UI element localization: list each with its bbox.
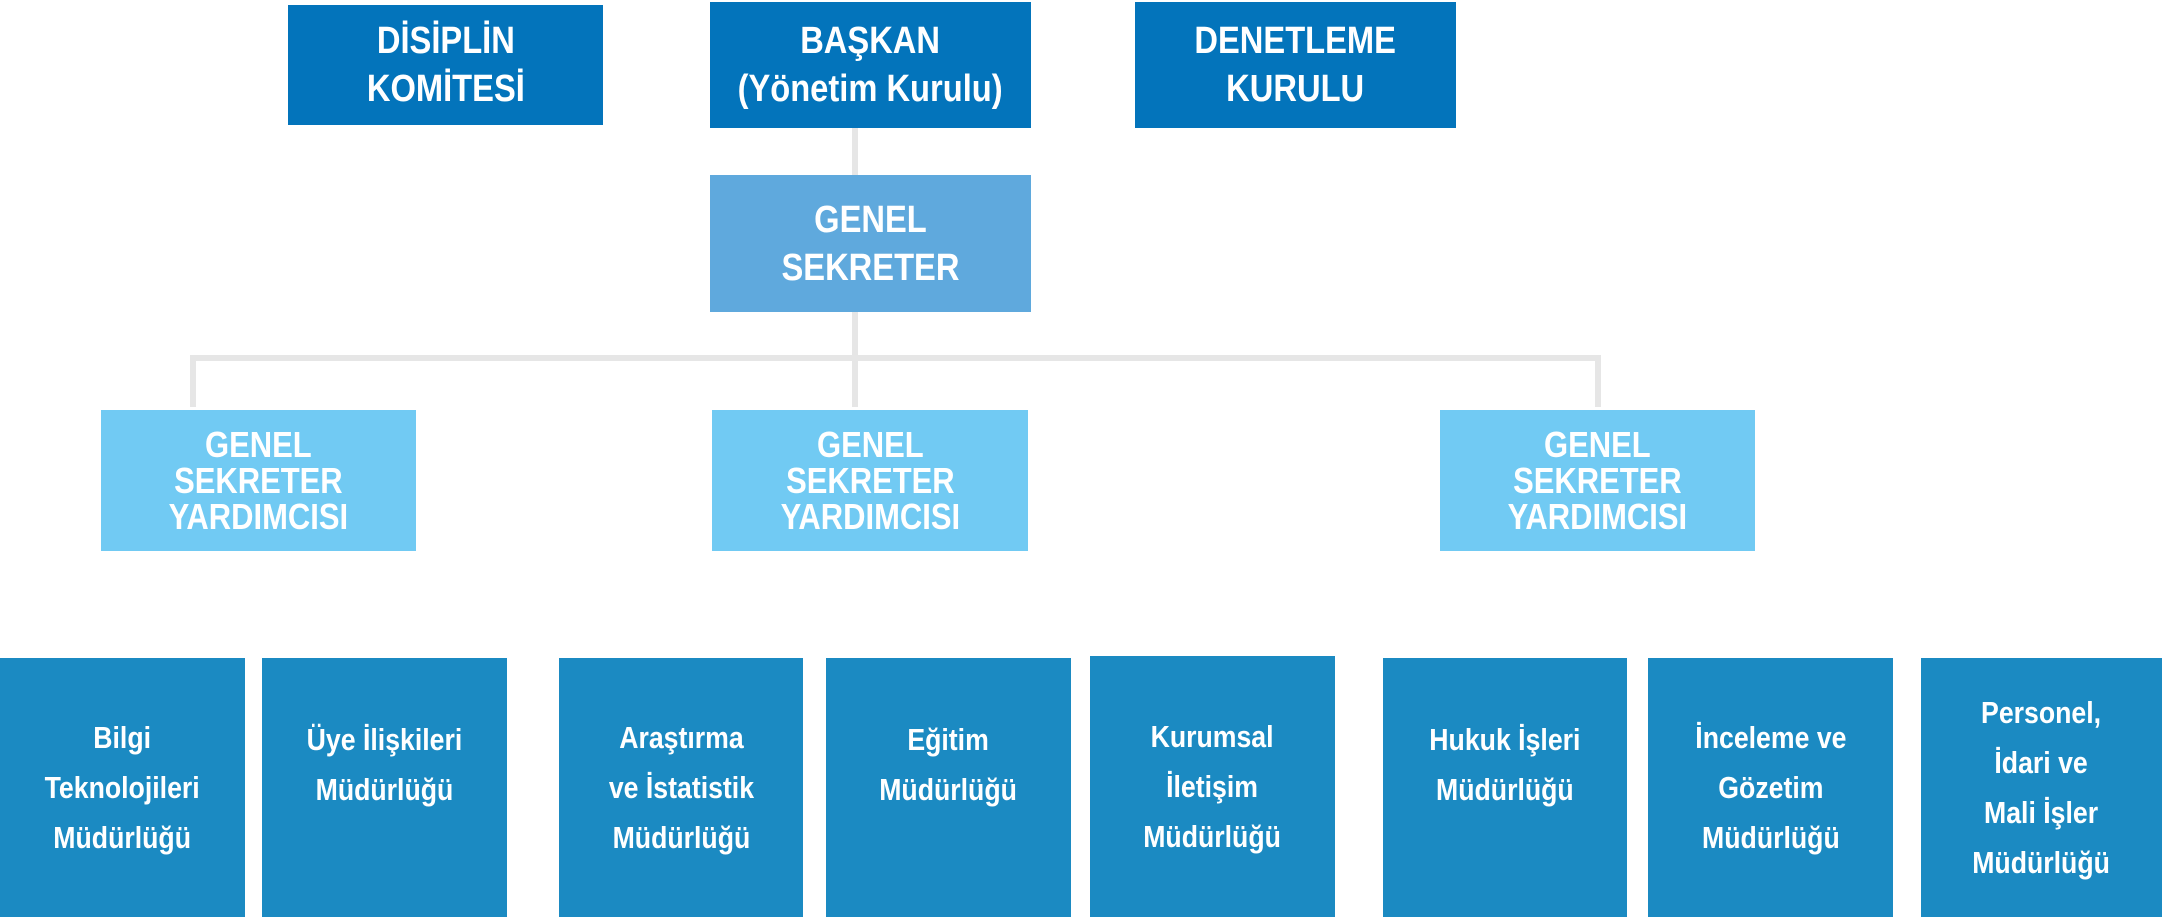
genel-sekreter-box: GENEL SEKRETER [710, 175, 1031, 312]
mudurluk-label: Araştırma ve İstatistik Müdürlüğü [608, 719, 754, 855]
connector-horizontal [190, 355, 1601, 361]
mudurluk-box: Araştırma ve İstatistik Müdürlüğü [559, 658, 803, 917]
mudurluk-label: Kurumsal İletişim Müdürlüğü [1143, 718, 1282, 854]
yardimci-box: GENEL SEKRETER YARDIMCISI [101, 410, 416, 551]
mudurluk-label: İnceleme ve Gözetim Müdürlüğü [1694, 719, 1847, 855]
mudurluk-box: Üye İlişkileri Müdürlüğü [262, 658, 507, 917]
genel-sekreter-label: GENEL SEKRETER [781, 198, 960, 289]
connector-right [1595, 355, 1601, 407]
mudurluk-label: Personel, İdari ve Mali İşler Müdürlüğü [1972, 694, 2111, 880]
denetleme-kurulu-label: DENETLEME KURULU [1194, 20, 1397, 110]
connector-baskan-gs [852, 128, 858, 176]
yardimci-label: GENEL SEKRETER YARDIMCISI [780, 423, 960, 537]
mudurluk-box: Eğitim Müdürlüğü [826, 658, 1071, 917]
disiplin-komitesi-box: DİSİPLİN KOMİTESİ [288, 5, 603, 125]
yardimci-box: GENEL SEKRETER YARDIMCISI [712, 410, 1028, 551]
mudurluk-label: Eğitim Müdürlüğü [879, 722, 1018, 807]
baskan-label: BAŞKAN (Yönetim Kurulu) [737, 20, 1004, 110]
connector-left [190, 355, 196, 407]
yardimci-label: GENEL SEKRETER YARDIMCISI [168, 423, 349, 537]
mudurluk-label: Bilgi Teknolojileri Müdürlüğü [44, 719, 201, 855]
disiplin-komitesi-label: DİSİPLİN KOMİTESİ [366, 20, 525, 110]
baskan-box: BAŞKAN (Yönetim Kurulu) [710, 2, 1031, 128]
mudurluk-label: Hukuk İşleri Müdürlüğü [1429, 722, 1581, 807]
mudurluk-box: Bilgi Teknolojileri Müdürlüğü [0, 658, 245, 917]
mudurluk-box: Personel, İdari ve Mali İşler Müdürlüğü [1921, 658, 2162, 917]
yardimci-label: GENEL SEKRETER YARDIMCISI [1507, 423, 1688, 537]
mudurluk-box: İnceleme ve Gözetim Müdürlüğü [1648, 658, 1893, 917]
denetleme-kurulu-box: DENETLEME KURULU [1135, 2, 1456, 128]
mudurluk-label: Üye İlişkileri Müdürlüğü [306, 722, 463, 807]
yardimci-box: GENEL SEKRETER YARDIMCISI [1440, 410, 1755, 551]
mudurluk-box: Kurumsal İletişim Müdürlüğü [1090, 656, 1335, 917]
mudurluk-box: Hukuk İşleri Müdürlüğü [1383, 658, 1627, 917]
